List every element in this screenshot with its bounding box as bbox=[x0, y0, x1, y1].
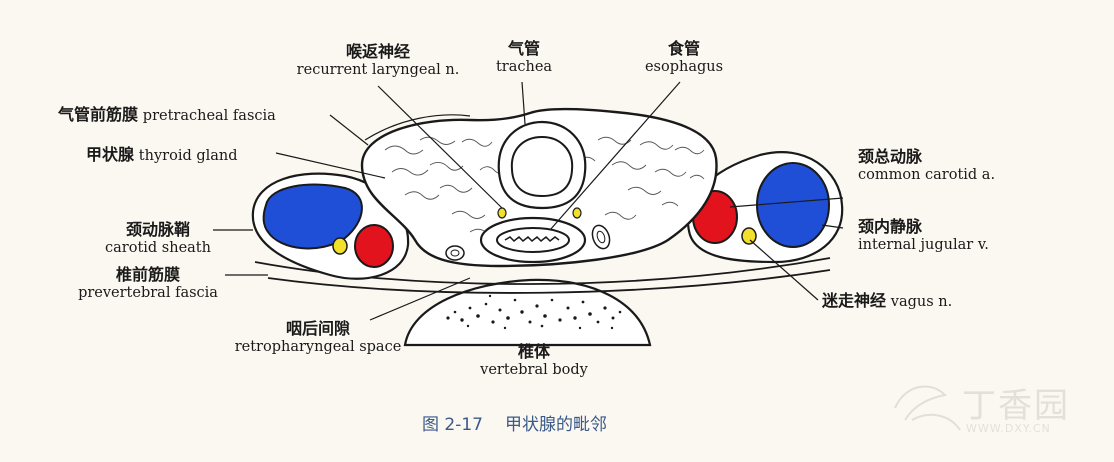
left-vagus-nerve bbox=[332, 237, 348, 255]
left-internal-jugular-vein bbox=[262, 183, 363, 250]
label-prevertebral-fascia: 椎前筋膜 prevertebral fascia bbox=[78, 265, 218, 302]
label-vertebral-body: 椎体 vertebral body bbox=[480, 342, 588, 379]
right-carotid-sheath bbox=[687, 151, 844, 264]
trachea bbox=[497, 120, 587, 210]
label-retropharyngeal-space: 咽后间隙 retropharyngeal space bbox=[234, 319, 402, 356]
figure-title: 甲状腺的毗邻 bbox=[505, 415, 607, 435]
vertebral-body bbox=[403, 278, 652, 347]
label-esophagus: 食管 esophagus bbox=[644, 39, 724, 76]
label-thyroid-gland: 甲状腺 thyroid gland bbox=[86, 145, 238, 165]
left-carotid-sheath bbox=[251, 172, 410, 280]
right-thyroid-vessel bbox=[591, 224, 611, 250]
vertebral-body-texture bbox=[446, 294, 622, 330]
figure-number: 图 2-17 bbox=[422, 415, 483, 435]
label-vagus: 迷走神经 vagus n. bbox=[822, 291, 953, 311]
label-internal-jugular: 颈内静脉 internal jugular v. bbox=[858, 217, 989, 254]
thyroid-lobule-texture bbox=[384, 136, 705, 234]
right-internal-jugular-vein bbox=[756, 162, 830, 248]
right-vagus-nerve bbox=[741, 227, 757, 245]
left-recurrent-laryngeal-nerve bbox=[497, 207, 507, 219]
figure-caption: 图 2-17 甲状腺的毗邻 bbox=[422, 410, 629, 435]
label-common-carotid: 颈总动脉 common carotid a. bbox=[858, 147, 996, 184]
left-thyroid-vessel bbox=[445, 245, 465, 261]
esophagus bbox=[479, 216, 587, 264]
label-carotid-sheath: 颈动脉鞘 carotid sheath bbox=[105, 220, 211, 257]
label-pretracheal-fascia: 气管前筋膜 pretracheal fascia bbox=[58, 105, 276, 125]
label-recurrent-laryngeal: 喉返神经 recurrent laryngeal n. bbox=[296, 42, 460, 79]
label-trachea: 气管 trachea bbox=[495, 39, 553, 76]
left-common-carotid-artery bbox=[354, 224, 394, 268]
watermark-logo-icon bbox=[894, 385, 961, 431]
leader-lines bbox=[213, 81, 844, 321]
right-recurrent-laryngeal-nerve bbox=[572, 207, 582, 219]
pretracheal-fascia bbox=[364, 114, 471, 141]
